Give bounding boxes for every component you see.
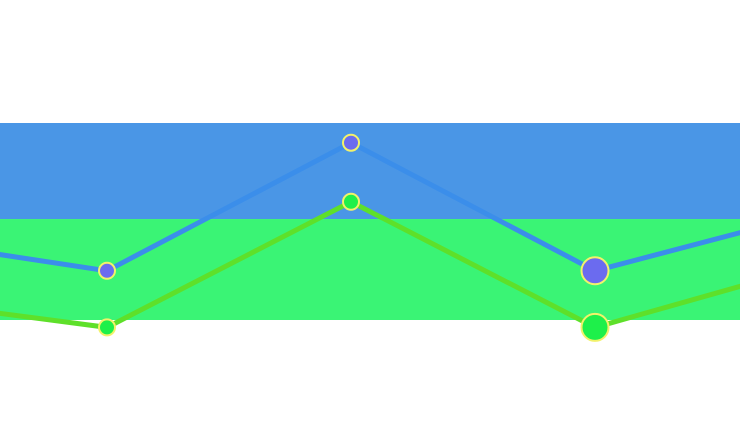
background-band-2	[0, 219, 740, 320]
series-2-point-4	[580, 312, 610, 342]
series-2	[0, 192, 740, 342]
background-band-1	[0, 123, 740, 220]
series-1	[0, 133, 740, 286]
series-1-point-4	[580, 256, 610, 286]
series-1-point-3	[342, 133, 360, 152]
series-2-point-3	[342, 192, 360, 211]
series-2-point-2	[98, 318, 116, 337]
series-1-point-2	[98, 261, 116, 280]
